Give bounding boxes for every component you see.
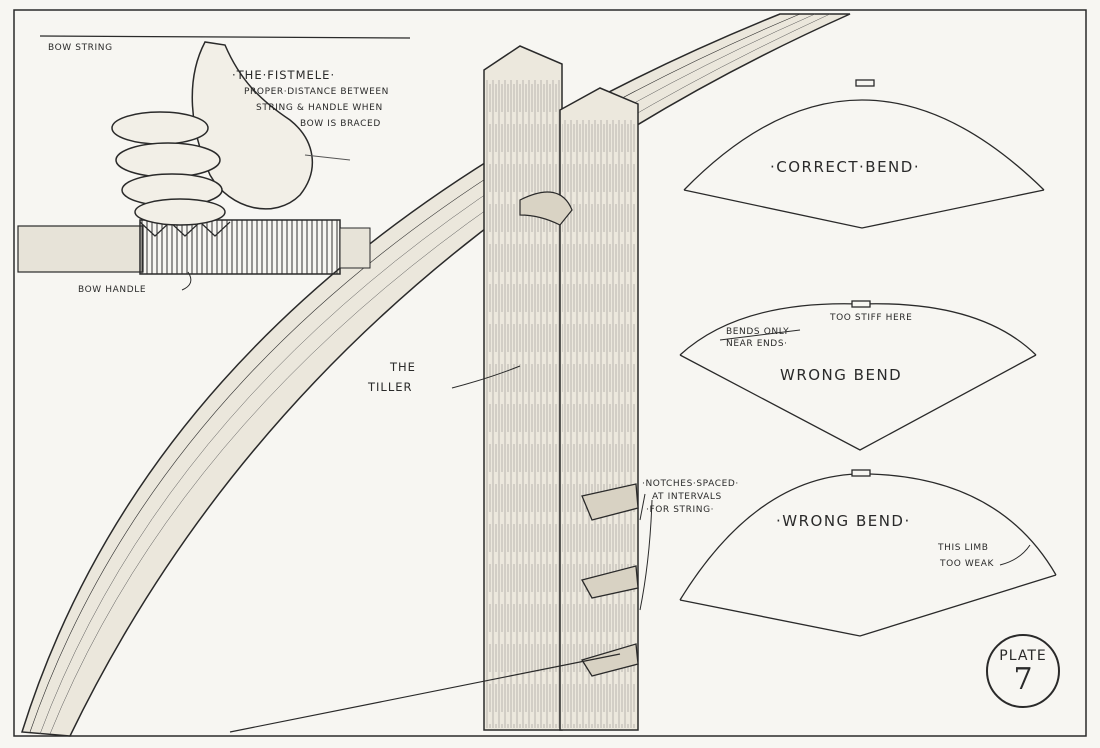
tiller-post-back: [483, 45, 563, 731]
fistmele-title: ·THE·FISTMELE·: [232, 68, 336, 82]
fistmele-desc-line1: PROPER·DISTANCE BETWEEN: [244, 87, 389, 97]
notches-line2: AT INTERVALS: [652, 492, 722, 502]
wrong-bend-diagram-weak: [679, 469, 1057, 637]
plate-word: PLATE: [999, 648, 1047, 664]
notches-line1: ·NOTCHES·SPACED·: [642, 479, 739, 489]
bends-only-line1: BENDS ONLY: [726, 327, 790, 337]
tiller-label-line2: TILLER: [368, 380, 413, 394]
hand-drawing: [111, 41, 351, 226]
limb-weak-line1: THIS LIMB: [938, 543, 989, 553]
correct-bend-label: ·CORRECT·BEND·: [770, 158, 921, 176]
top-bow-string: [39, 35, 411, 39]
wrong-bend-diagram-stiff: [679, 300, 1037, 451]
fistmele-desc-line3: BOW IS BRACED: [300, 119, 381, 129]
bow-handle-label: BOW HANDLE: [78, 285, 147, 295]
plate-number: 7: [1013, 662, 1033, 697]
plate-number-badge: PLATE 7: [986, 634, 1060, 708]
tiller-post-front: [519, 87, 639, 731]
bends-only-line2: NEAR ENDS·: [726, 339, 788, 349]
wrong-bend-label-1: WRONG BEND: [780, 366, 903, 384]
fistmele-desc-line2: STRING & HANDLE WHEN: [256, 103, 383, 113]
leader-lines: [181, 271, 1031, 611]
plate-frame: [13, 9, 1087, 737]
wrong-bend-label-2: ·WRONG BEND·: [776, 512, 911, 530]
string-notches: [580, 483, 639, 677]
limb-weak-line2: TOO WEAK: [940, 559, 994, 569]
bow-limb: [21, 13, 851, 737]
lower-bow-string: [229, 653, 621, 733]
bow-handle-grip: [17, 219, 371, 275]
notches-line3: ·FOR STRING·: [646, 505, 715, 515]
correct-bend-diagram: [683, 79, 1045, 229]
tiller-label-line1: THE: [390, 360, 416, 374]
too-stiff-label: TOO STIFF HERE: [830, 313, 913, 323]
bow-string-label: BOW STRING: [48, 43, 113, 53]
